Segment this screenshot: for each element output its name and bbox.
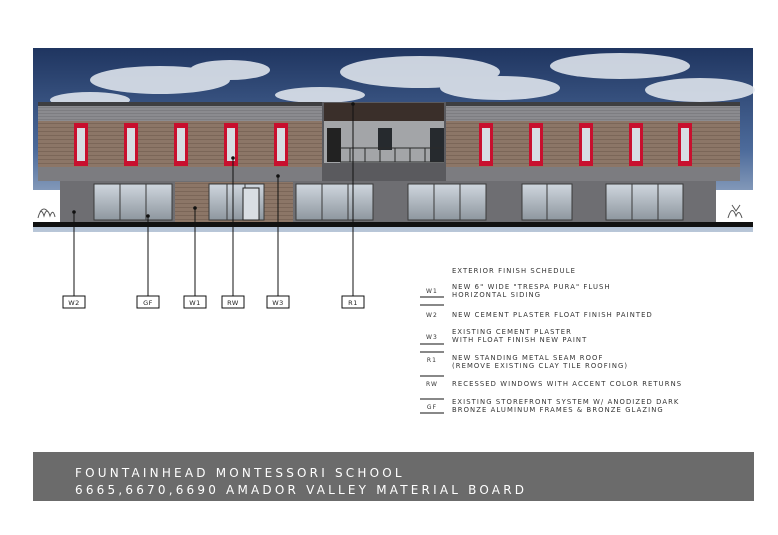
central-window [378,128,392,150]
central-window-2 [430,128,444,162]
callout-w3: W3 [266,295,290,309]
landscaping [37,204,743,219]
central-roof [324,103,444,121]
schedule-item-gf: GF EXISTING STOREFRONT SYSTEM W/ ANODIZE… [420,398,679,414]
schedule-line: HORIZONTAL SIDING [452,291,541,299]
upper-window [224,123,238,166]
callout-w2-label: W2 [68,299,80,307]
callout-gf: GF [136,295,160,309]
callout-r1: R1 [341,295,365,309]
upper-window [124,123,138,166]
callout-tags: W2 GF W1 RW W3 R1 [62,295,365,309]
callout-w1: W1 [183,295,207,309]
building-elevation [33,48,755,232]
schedule-line: BRONZE ALUMINUM FRAMES & BRONZE GLAZING [452,406,664,414]
schedule-line: WITH FLOAT FINISH NEW PAINT [452,336,587,344]
finish-schedule: EXTERIOR FINISH SCHEDULE W1 NEW 6" WIDE … [420,267,682,414]
schedule-item-w1: W1 NEW 6" WIDE "TRESPA PURA" FLUSH HORIZ… [420,283,611,299]
schedule-line: (REMOVE EXISTING CLAY TILE ROOFING) [452,362,628,370]
callout-rw: RW [221,295,245,309]
schedule-item-w2: W2 NEW CEMENT PLASTER FLOAT FINISH PAINT… [420,304,653,319]
upper-window [479,123,493,166]
upper-window [579,123,593,166]
callout-r1-label: R1 [348,299,358,307]
schedule-title: EXTERIOR FINISH SCHEDULE [452,267,576,275]
schedule-line: EXISTING CEMENT PLASTER [452,328,572,336]
callout-w3-label: W3 [272,299,284,307]
callout-rw-label: RW [227,299,239,307]
upper-windows [74,123,692,166]
upper-window [678,123,692,166]
title-block: FOUNTAINHEAD MONTESSORI SCHOOL 6665,6670… [33,452,754,501]
schedule-line: RECESSED WINDOWS WITH ACCENT COLOR RETUR… [452,380,682,388]
schedule-item-w3: W3 EXISTING CEMENT PLASTER WITH FLOAT FI… [420,328,587,345]
callout-gf-label: GF [143,299,153,307]
upper-window [274,123,288,166]
entry-door [242,187,260,221]
schedule-code: W3 [426,334,438,341]
schedule-code: RW [426,381,438,388]
upper-window [74,123,88,166]
schedule-line: NEW STANDING METAL SEAM ROOF [452,354,603,362]
callout-w2: W2 [62,295,86,309]
schedule-line: NEW 6" WIDE "TRESPA PURA" FLUSH [452,283,611,291]
schedule-code: R1 [427,357,437,364]
upper-window [629,123,643,166]
upper-window [529,123,543,166]
schedule-item-r1: R1 NEW STANDING METAL SEAM ROOF (REMOVE … [420,351,628,370]
central-door [327,128,341,162]
schedule-item-rw: RW RECESSED WINDOWS WITH ACCENT COLOR RE… [420,375,682,388]
schedule-code: W2 [426,312,438,319]
schedule-line: NEW CEMENT PLASTER FLOAT FINISH PAINTED [452,311,653,319]
project-subtitle: 6665,6670,6690 AMADOR VALLEY MATERIAL BO… [75,483,527,497]
schedule-code: W1 [426,288,438,295]
schedule-line: EXISTING STOREFRONT SYSTEM W/ ANODIZED D… [452,398,679,406]
callout-leaders [73,104,354,296]
callout-dots [72,102,355,218]
schedule-code: GF [427,404,437,411]
upper-window [174,123,188,166]
balcony-railing [340,147,444,163]
callout-w1-label: W1 [189,299,201,307]
ground-line [33,222,753,227]
project-title: FOUNTAINHEAD MONTESSORI SCHOOL [75,466,405,480]
